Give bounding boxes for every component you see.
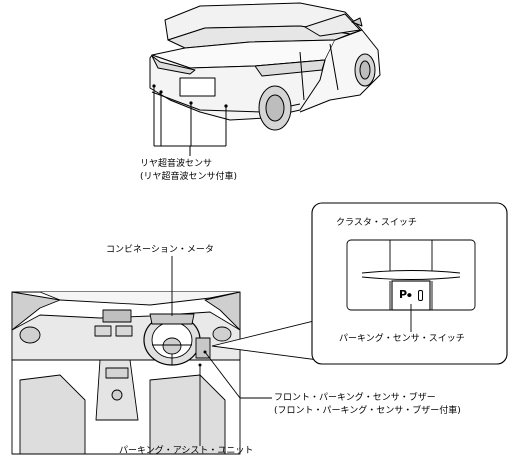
component-markers <box>198 350 207 367</box>
combination-meter-label: コンビネーション・メータ <box>106 245 214 255</box>
car-rear-illustration <box>149 2 381 131</box>
dashboard-illustration <box>11 291 241 455</box>
front-buzzer-label: フロント・パーキング・センサ・ブザー <box>274 393 436 403</box>
rear-sensor-leader-lines <box>153 86 227 156</box>
leader-lines <box>171 256 412 446</box>
cluster-switch-label: クラスタ・スイッチ <box>336 218 417 228</box>
rear-sensor-label: リヤ超音波センサ <box>140 159 213 169</box>
parking-letter: P <box>399 288 408 301</box>
rear-sensor-note: (リヤ超音波センサ付車) <box>140 172 238 182</box>
parking-sensor-switch-label: パーキング・センサ・スイッチ <box>339 334 465 344</box>
front-buzzer-note: (フロント・パーキング・センサ・ブザー付車) <box>274 406 461 416</box>
parking-sensor-switch-symbol: P⦁ <box>399 288 429 302</box>
parking-sensor-waves-icon: ⦁ <box>407 290 412 300</box>
parking-assist-unit-label: パーキング・アシスト・ユニット <box>119 446 254 456</box>
indicator-lamp-icon <box>417 289 423 301</box>
